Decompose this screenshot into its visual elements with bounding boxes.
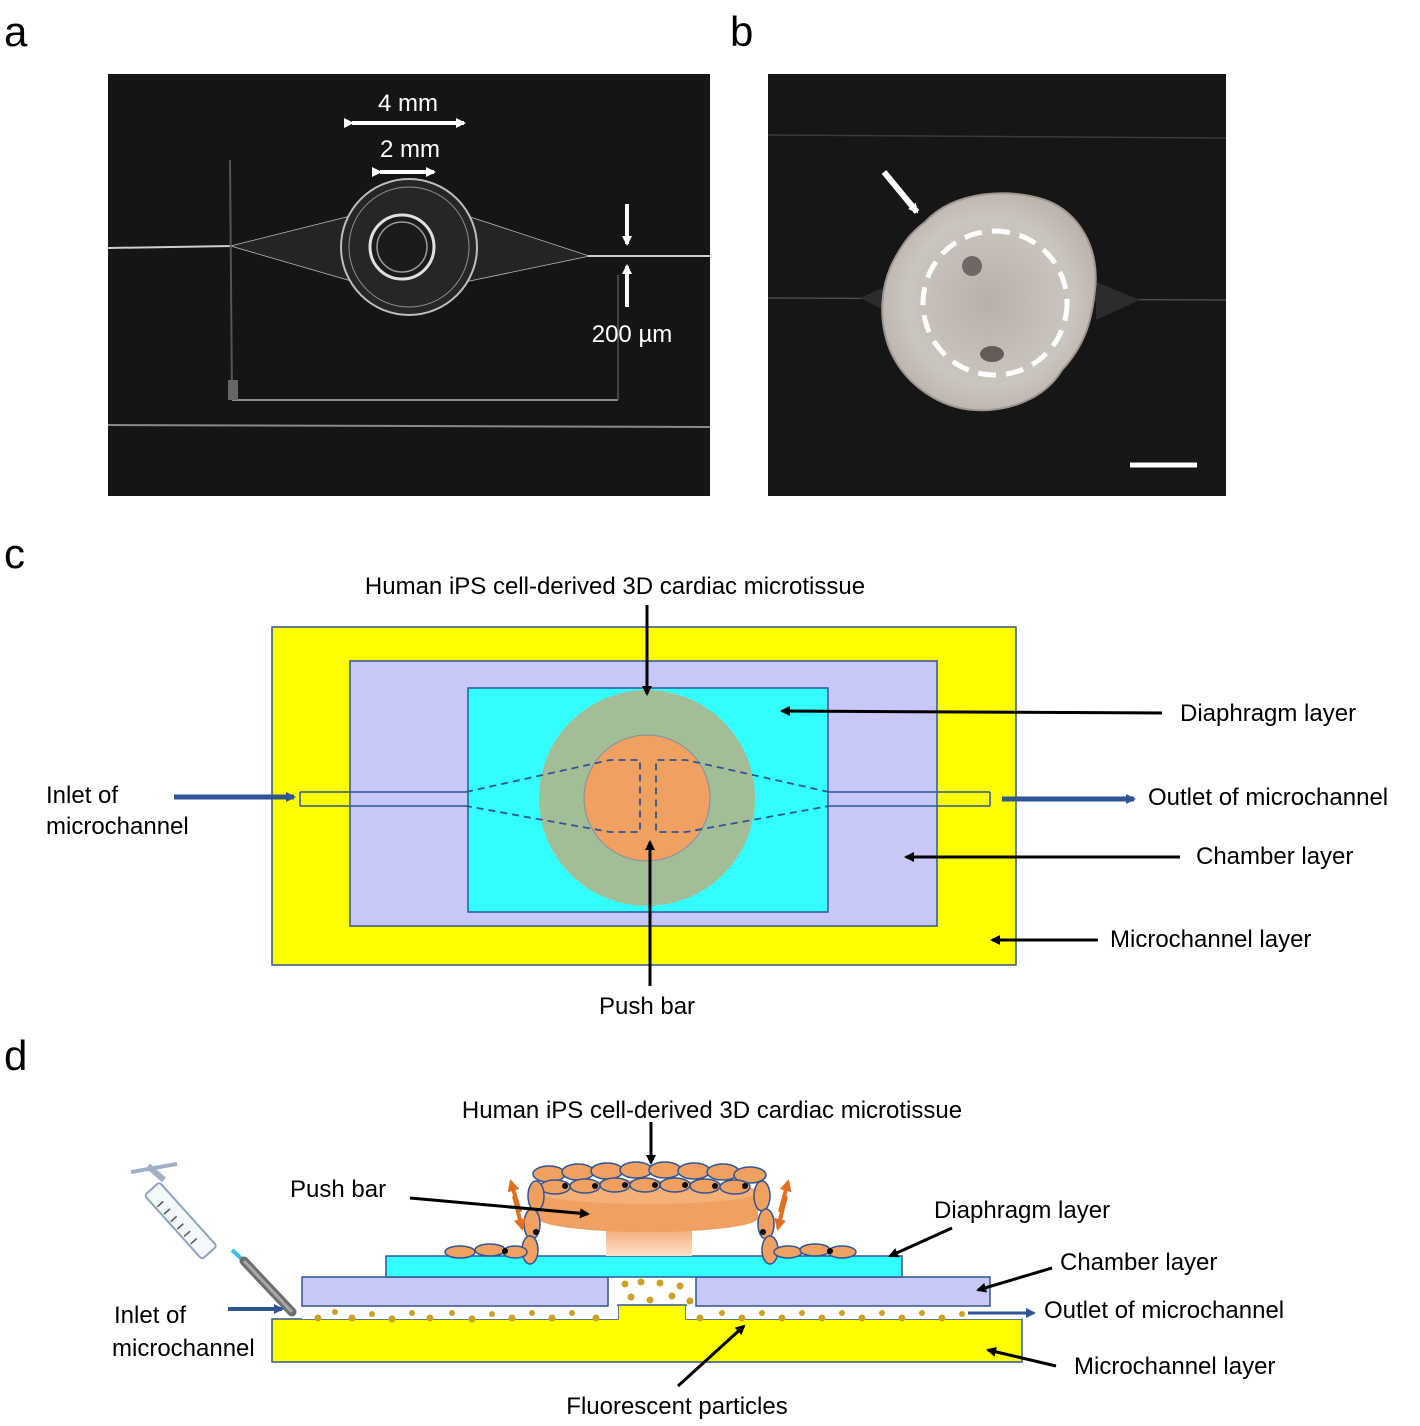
d-label-chamber: Chamber layer bbox=[1060, 1249, 1217, 1276]
c-label-microchannel: Microchannel layer bbox=[1110, 926, 1311, 953]
photo-a-inner-ring2 bbox=[376, 221, 428, 273]
d-label-pushbar: Push bar bbox=[290, 1176, 386, 1203]
microtissue-photo-spot bbox=[980, 346, 1004, 362]
d-label-outlet: Outlet of microchannel bbox=[1044, 1297, 1284, 1324]
panel-b: b bbox=[730, 8, 1227, 496]
d-arrow-diaphragm bbox=[888, 1226, 953, 1258]
channel-outline-dashed bbox=[465, 759, 830, 833]
c-label-outlet: Outlet of microchannel bbox=[1148, 784, 1388, 811]
d-arrow-microchannel bbox=[986, 1346, 1057, 1368]
d-label-particles: Fluorescent particles bbox=[566, 1393, 787, 1420]
channel-space bbox=[686, 1306, 1022, 1319]
panel-a: a 4 mm 2 mm 200 µm bbox=[4, 8, 711, 496]
c-label-microtissue: Human iPS cell-derived 3D cardiac microt… bbox=[365, 573, 865, 600]
dim-2mm-label: 2 mm bbox=[380, 136, 440, 163]
particles-channel bbox=[314, 1309, 965, 1323]
channel-outline-right bbox=[829, 791, 991, 807]
microtissue-dashed-outline bbox=[920, 228, 1070, 378]
panel-c: c Human iPS cell-derived 3D cardiac micr… bbox=[4, 530, 1388, 1020]
panel-c-letter: c bbox=[4, 530, 25, 577]
c-label-inlet-1: Inlet of bbox=[46, 782, 118, 809]
photo-b-line bbox=[767, 134, 1227, 139]
panel-a-letter: a bbox=[4, 8, 28, 55]
d-label-inlet-2: microchannel bbox=[112, 1335, 255, 1362]
microtissue-cells-side bbox=[444, 1161, 857, 1265]
d-label-microtissue: Human iPS cell-derived 3D cardiac microt… bbox=[462, 1097, 962, 1124]
photo-a-edge bbox=[229, 159, 233, 401]
dim-200um-label: 200 µm bbox=[592, 321, 673, 348]
photo-b-pointer-arrow bbox=[881, 170, 920, 214]
panel-b-letter: b bbox=[730, 8, 753, 55]
particles-gap bbox=[621, 1278, 694, 1305]
chamber-layer-side-right bbox=[695, 1276, 991, 1307]
syringe-icon bbox=[130, 1161, 297, 1317]
c-arrow-diaphragm bbox=[780, 706, 1163, 717]
photo-a-outer-ring-inner bbox=[348, 186, 470, 308]
channel-outline-left bbox=[299, 791, 466, 807]
dim-4mm-label: 4 mm bbox=[378, 90, 438, 117]
d-arrow-particles bbox=[676, 1324, 746, 1388]
photo-a-corner bbox=[228, 380, 238, 400]
c-label-diaphragm: Diaphragm layer bbox=[1180, 700, 1356, 727]
photo-a-edge bbox=[107, 424, 711, 428]
d-label-inlet-1: Inlet of bbox=[114, 1302, 186, 1329]
panel-d-letter: d bbox=[4, 1032, 27, 1079]
photo-a-diamond-fill bbox=[232, 215, 588, 282]
diaphragm-layer-side bbox=[385, 1255, 903, 1278]
photo-a-inner-ring bbox=[368, 213, 436, 281]
microtissue-nuclei-side bbox=[502, 1182, 833, 1254]
push-bar-top bbox=[583, 734, 711, 862]
c-label-inlet-2: microchannel bbox=[46, 813, 189, 840]
c-label-chamber: Chamber layer bbox=[1196, 843, 1353, 870]
d-arrow-chamber bbox=[976, 1266, 1053, 1293]
panel-d: d bbox=[4, 1032, 1284, 1420]
chamber-layer-side-left bbox=[301, 1276, 609, 1307]
d-label-diaphragm: Diaphragm layer bbox=[934, 1197, 1110, 1224]
contraction-arrow-left-down bbox=[512, 1195, 526, 1231]
contraction-arrow-right-down bbox=[774, 1195, 788, 1231]
photo-a-channel-line bbox=[107, 245, 233, 249]
microtissue-photo-spot bbox=[962, 256, 982, 276]
c-label-pushbar: Push bar bbox=[599, 993, 695, 1020]
d-arrow-pushbar bbox=[409, 1196, 590, 1219]
channel-space bbox=[302, 1306, 618, 1319]
d-label-microchannel: Microchannel layer bbox=[1074, 1353, 1275, 1380]
